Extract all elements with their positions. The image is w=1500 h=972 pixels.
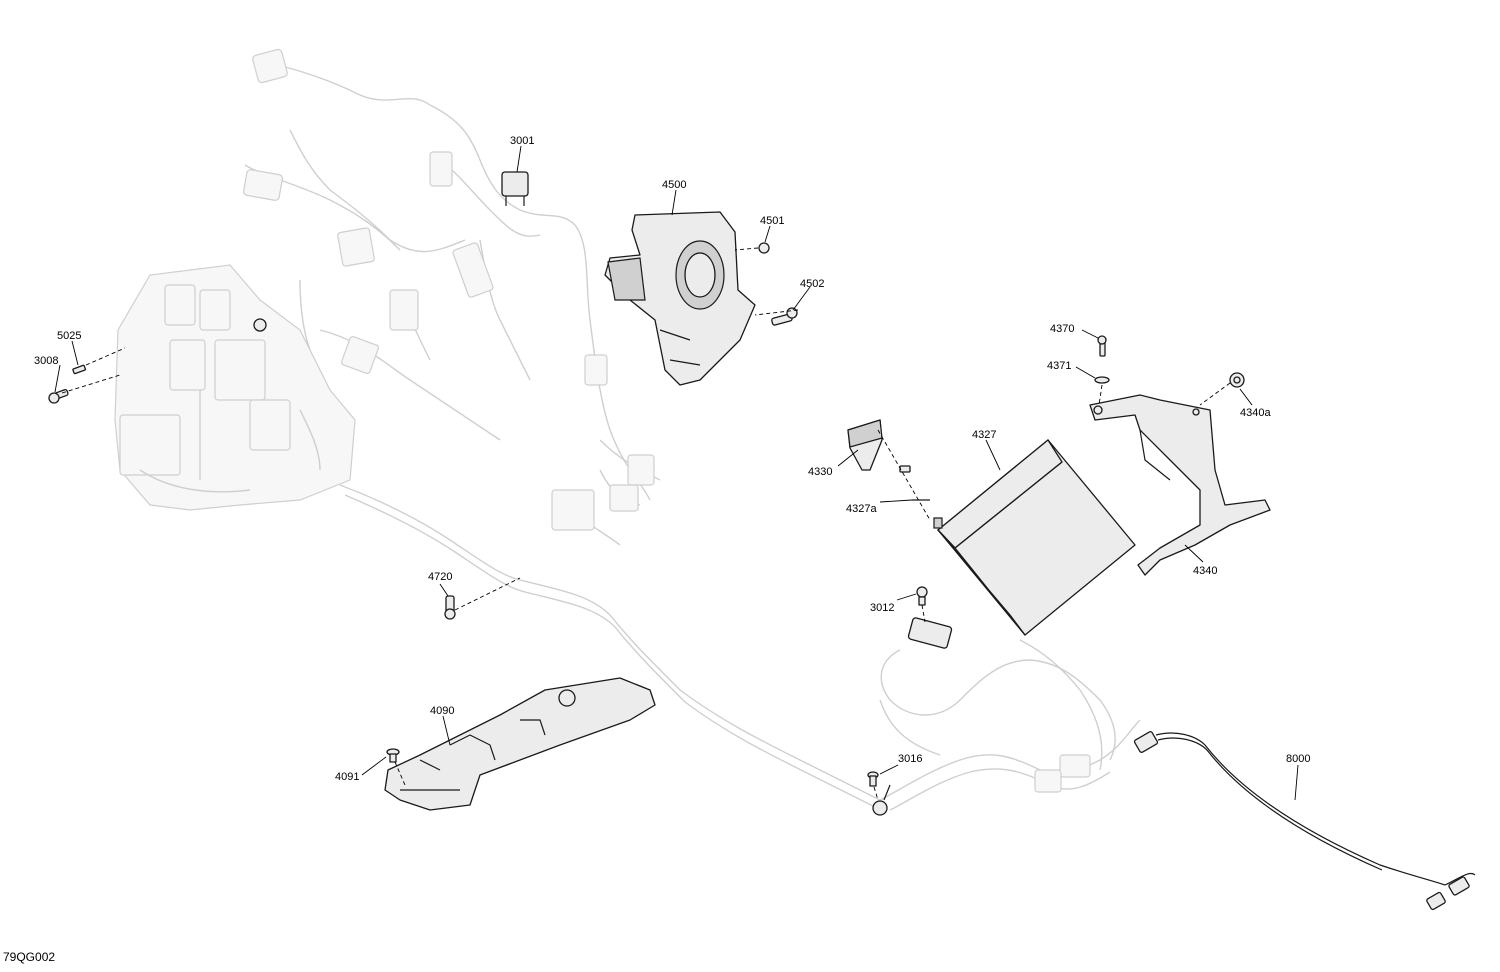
part-4327a-bolt (899, 465, 930, 501)
ghosted-connectors (243, 48, 1091, 793)
ghosted-electrical-box (114, 264, 356, 511)
callout-labels: 3001 4500 4501 4502 5025 3008 4370 4371 … (34, 135, 1310, 783)
figure-code: 79QG002 (3, 950, 55, 964)
callout-4501: 4501 (760, 215, 784, 227)
part-4720-screw (444, 595, 456, 620)
part-4330-terminal-cover (847, 419, 883, 471)
callout-4371: 4371 (1047, 360, 1071, 372)
callout-3001: 3001 (510, 135, 534, 147)
callout-4330: 4330 (808, 466, 832, 478)
part-4091-screw (386, 748, 400, 763)
part-3008-screw (48, 389, 69, 404)
callout-4370: 4370 (1050, 323, 1074, 335)
part-connector-near-3012 (907, 617, 953, 649)
callout-3012: 3012 (870, 602, 894, 614)
part-4502-screw (771, 307, 798, 326)
part-4500-bracket (604, 211, 756, 386)
callout-3016: 3016 (898, 753, 922, 765)
part-3012-screw (916, 586, 928, 606)
callout-4500: 4500 (662, 179, 686, 191)
callout-4502: 4502 (800, 278, 824, 290)
part-4340a-nut (1229, 372, 1245, 388)
part-nut-near-box (253, 318, 267, 332)
callout-4340a: 4340a (1240, 407, 1271, 419)
callout-4720: 4720 (428, 571, 452, 583)
callout-4327a: 4327a (846, 503, 877, 515)
ghosted-wiring-harness (244, 59, 1141, 813)
callout-3008: 3008 (34, 355, 58, 367)
callout-8000: 8000 (1286, 753, 1310, 765)
part-4370-screw (1097, 335, 1107, 357)
part-8000-sensor-cable (1133, 731, 1476, 911)
callout-4327: 4327 (972, 429, 996, 441)
callout-5025: 5025 (57, 330, 81, 342)
leader-lines (54, 145, 1299, 801)
part-4501-screw (758, 242, 770, 254)
part-4090-tray (384, 677, 656, 811)
callout-4090: 4090 (430, 705, 454, 717)
callout-4091: 4091 (335, 771, 359, 783)
callout-4340: 4340 (1193, 565, 1217, 577)
part-4340-battery-holder (1089, 394, 1271, 576)
part-3001-connector (501, 171, 529, 206)
part-4327-battery (933, 439, 1136, 636)
part-3016-screw (867, 771, 879, 787)
part-4371-washer (1094, 376, 1110, 384)
part-ring-terminal (872, 784, 891, 816)
part-5025-screw (72, 364, 87, 375)
